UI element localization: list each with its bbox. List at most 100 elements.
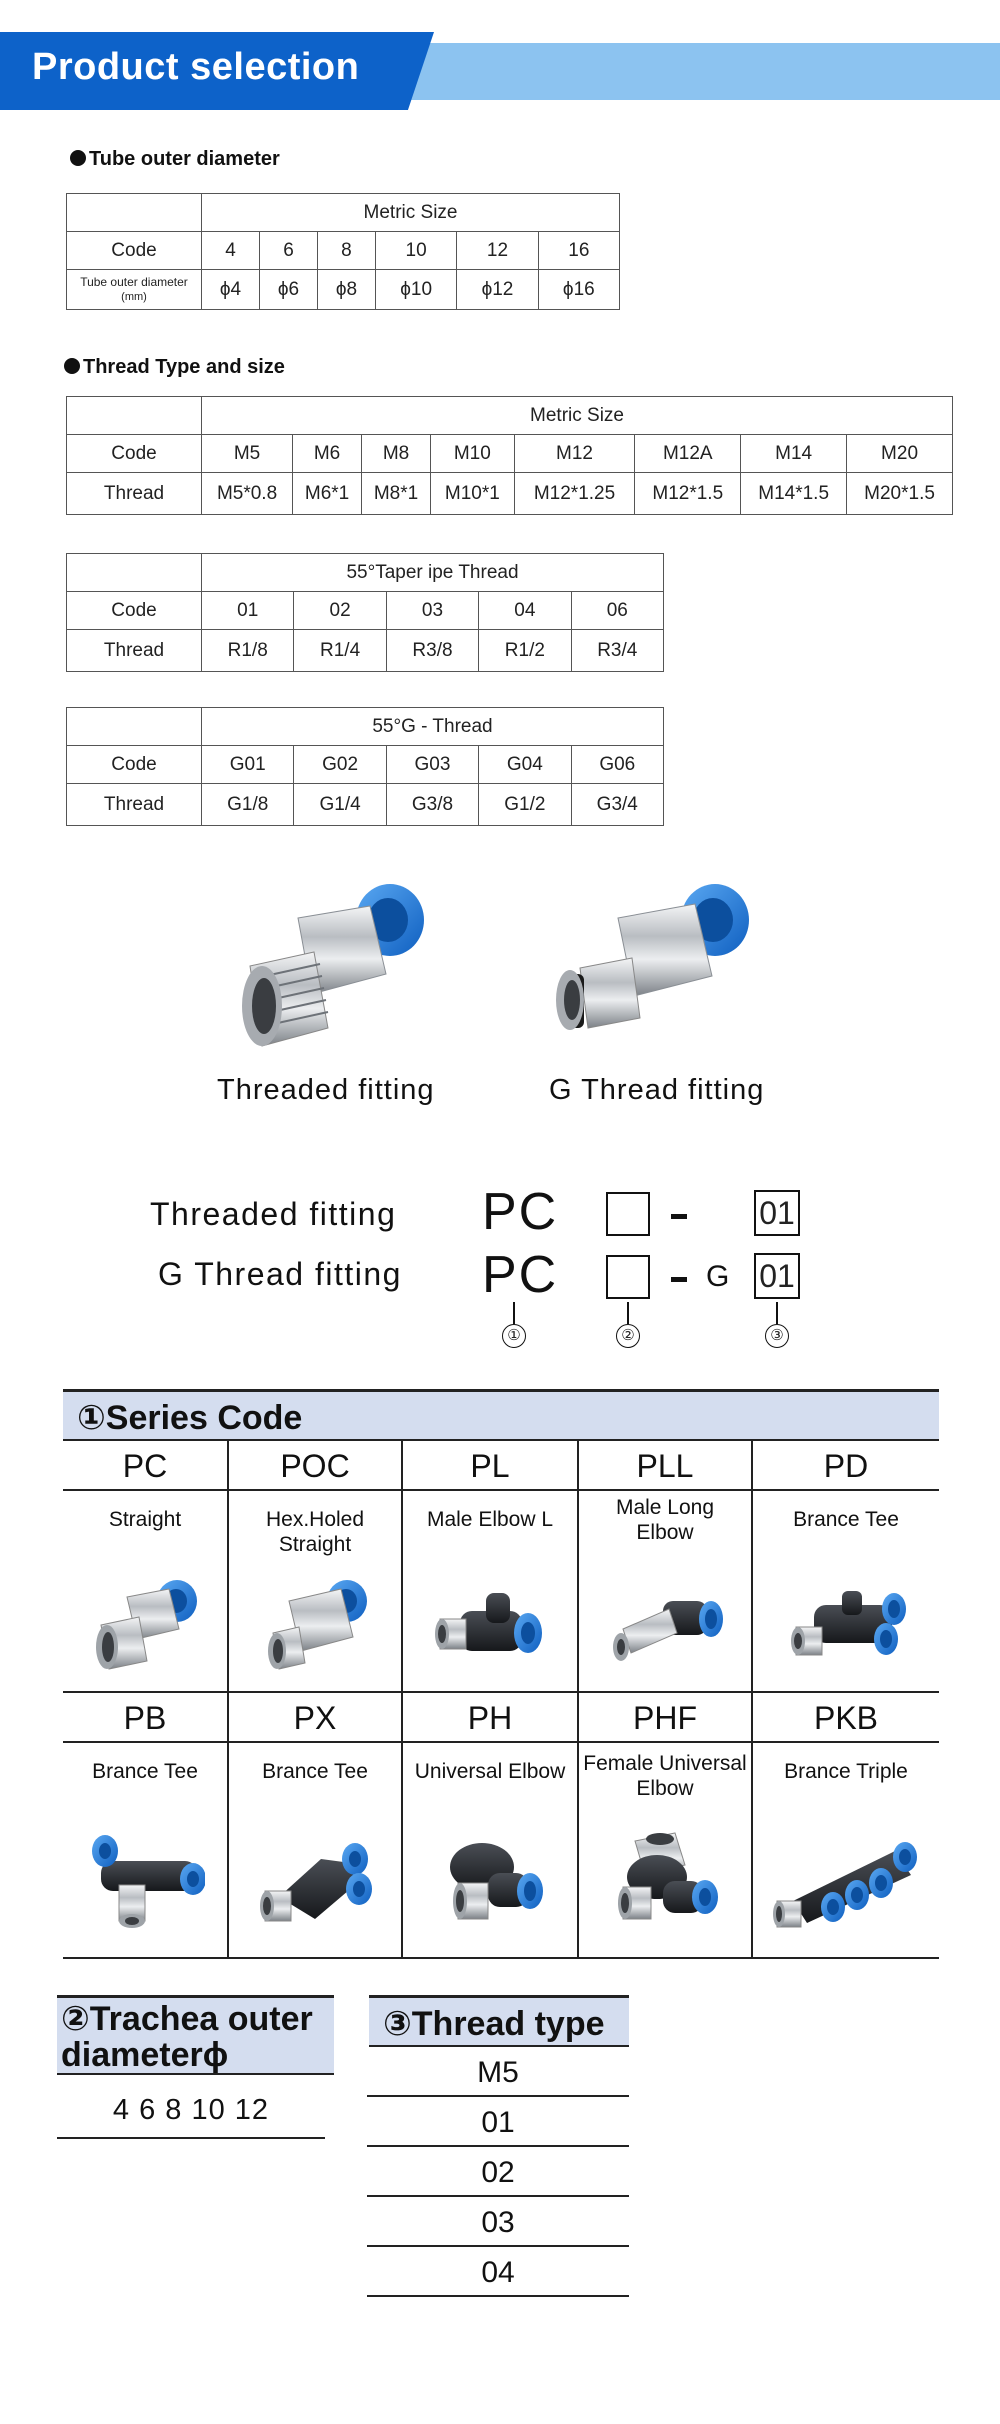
table-cell: G1/4 [293, 783, 387, 826]
series-name: Straight [108, 1508, 182, 1531]
table-cell: G3/4 [570, 783, 665, 826]
series-row: PB Brance Tee PX Brance Tee PH U [63, 1693, 939, 1959]
code-label: Code [66, 434, 202, 473]
code-dash [671, 1277, 687, 1282]
table-cell: M14 [740, 434, 848, 473]
code-row-threaded-label: Threaded fitting [150, 1196, 397, 1232]
table-cell: G01 [200, 745, 295, 784]
table-heading: Metric Size [201, 193, 620, 232]
series-item-ph: PH Universal Elbow [403, 1693, 579, 1959]
thread-code-box: 01 [754, 1253, 800, 1299]
series-row: PC Straight POC Hex.Holed Straight PL Ma… [63, 1441, 939, 1693]
thread-type-item: 01 [367, 2097, 629, 2147]
series-item-pkb: PKB Brance Triple [753, 1693, 939, 1959]
series-code-box [606, 1192, 650, 1236]
marker-line [776, 1302, 778, 1324]
table-cell: M10 [430, 434, 515, 473]
trachea-values: 4 6 8 10 12 [57, 2077, 325, 2139]
table-cell: R3/4 [570, 629, 665, 672]
series-name: Brance Tee [262, 1760, 368, 1783]
thread-section-label: Thread Type and size [64, 356, 285, 379]
table-cell: R1/4 [293, 629, 387, 672]
table-cell: M12*1.25 [513, 472, 636, 515]
table-cell: M20 [846, 434, 953, 473]
table-cell: 01 [200, 591, 295, 630]
male-long-elbow-fitting-icon [613, 1601, 723, 1661]
trachea-header: ②Trachea outer diameterϕ [57, 1995, 334, 2075]
table-cell: M12A [634, 434, 742, 473]
table-cell: G04 [478, 745, 572, 784]
series-name: Male Long Elbow [615, 1496, 715, 1544]
table-cell: M10*1 [430, 472, 515, 515]
table-cell: 06 [570, 591, 665, 630]
table-cell: M12 [513, 434, 636, 473]
marker-2: ② [616, 1324, 640, 1348]
female-universal-elbow-fitting-icon [618, 1832, 718, 1920]
table-cell: ϕ4 [201, 269, 260, 310]
series-code: PH [403, 1693, 577, 1743]
table-cell: ϕ10 [374, 269, 458, 310]
y-branch-fitting-icon [260, 1843, 372, 1922]
code-g-letter: G [706, 1260, 730, 1293]
series-item-pl: PL Male Elbow L [403, 1441, 579, 1693]
code-label: Code [66, 231, 202, 270]
g-thread-fitting-image [556, 884, 749, 1030]
series-code: PD [753, 1441, 939, 1491]
table-cell: R1/8 [200, 629, 295, 672]
table-cell: M6 [292, 434, 363, 473]
series-code: PC [63, 1441, 227, 1491]
table-cell: G03 [385, 745, 480, 784]
thread-type-item: 03 [367, 2197, 629, 2247]
code-prefix: PC [482, 1246, 559, 1304]
table-cell: G06 [570, 745, 665, 784]
table-cell: M14*1.5 [740, 472, 848, 515]
thread-type-item: 04 [367, 2247, 629, 2297]
threaded-fitting-image [242, 884, 424, 1047]
male-elbow-fitting-icon [435, 1593, 542, 1653]
table-cell: ϕ12 [456, 269, 539, 310]
series-code: PHF [579, 1693, 751, 1743]
table-cell: M6*1 [292, 472, 363, 515]
marker-line [627, 1302, 629, 1324]
table-cell: ϕ6 [258, 269, 318, 310]
table-cell: M5*0.8 [200, 472, 294, 515]
g-thread-table: 55°G - Thread Code G01 G02 G03 G04 G06 T… [66, 707, 665, 826]
table-cell: G1/8 [200, 783, 295, 826]
series-item-pb: PB Brance Tee [63, 1693, 229, 1959]
table-cell: G02 [293, 745, 387, 784]
bullet-icon [70, 150, 86, 166]
series-item-poc: POC Hex.Holed Straight [229, 1441, 403, 1693]
table-cell: G3/8 [385, 783, 480, 826]
row-label: Tube outer diameter (mm) [66, 269, 202, 310]
thread-label: Thread [66, 783, 202, 826]
table-cell: 6 [258, 231, 318, 270]
table-cell: 12 [456, 231, 539, 270]
series-code-header: ①Series Code [63, 1389, 939, 1441]
table-cell: M12*1.5 [634, 472, 742, 515]
code-row-g-label: G Thread fitting [158, 1256, 402, 1292]
straight-fitting-icon [96, 1580, 197, 1670]
table-cell: 16 [537, 231, 621, 270]
threaded-fitting-caption: Threaded fitting [217, 1074, 435, 1106]
page-title: Product selection [32, 46, 360, 88]
table-corner [66, 193, 202, 232]
thread-type-item: M5 [367, 2047, 629, 2097]
table-heading: Metric Size [201, 396, 953, 435]
code-dash [671, 1214, 687, 1219]
thread-label: Thread [66, 472, 202, 515]
series-name: Male Elbow L [426, 1508, 554, 1531]
branch-tee-fitting-icon [791, 1591, 906, 1656]
table-cell: M20*1.5 [846, 472, 953, 515]
bullet-icon [64, 358, 80, 374]
marker-3: ③ [765, 1324, 789, 1348]
table-cell: R3/8 [385, 629, 480, 672]
series-code-box [606, 1255, 650, 1299]
table-cell: ϕ16 [537, 269, 621, 310]
table-cell: ϕ8 [316, 269, 376, 310]
series-code: PX [229, 1693, 401, 1743]
code-prefix: PC [482, 1183, 559, 1241]
table-cell: G1/2 [478, 783, 572, 826]
series-item-pll: PLL Male Long Elbow [579, 1441, 753, 1693]
table-corner [66, 396, 202, 435]
table-cell: 4 [201, 231, 260, 270]
